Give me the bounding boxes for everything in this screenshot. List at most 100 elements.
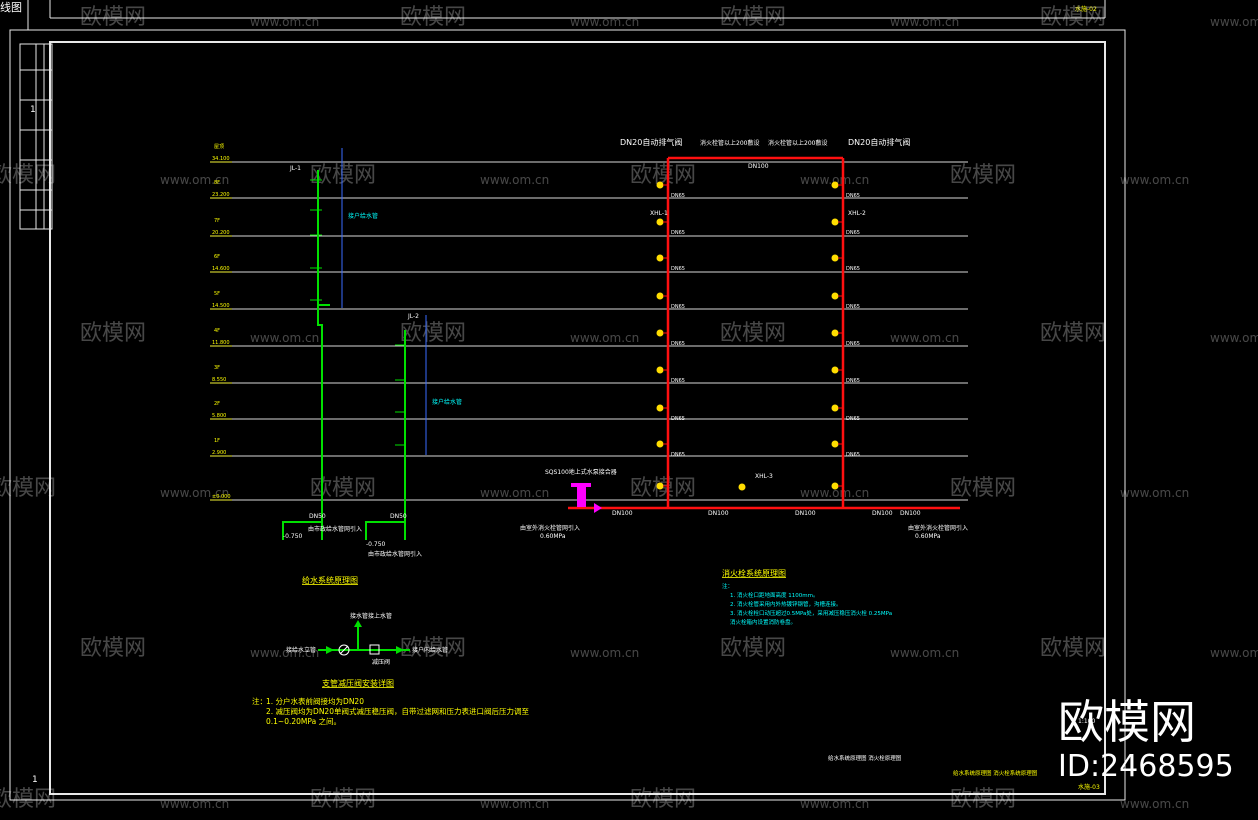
supply-note-3: 0.1~0.20MPa 之间。 bbox=[266, 716, 341, 726]
watermark-url-repeat: www.om.cn bbox=[250, 646, 319, 660]
fire-hydrant-icon bbox=[831, 482, 839, 490]
inlet-level-1: -0.750 bbox=[283, 533, 303, 540]
water-supply-diagram bbox=[282, 170, 410, 651]
watermark-brand-repeat: 欧模网 bbox=[950, 787, 1016, 812]
watermark-brand-repeat: 欧模网 bbox=[400, 5, 466, 30]
watermark-brand-repeat: 欧模网 bbox=[1040, 321, 1106, 346]
drawing-name: 给水系统原理图 消火栓系统原理图 bbox=[953, 769, 1038, 777]
riser-label-jl-1: JL-1 bbox=[289, 165, 301, 172]
riser-size-label: DN65 bbox=[846, 416, 860, 422]
valve-icon-2 bbox=[396, 646, 404, 654]
watermark-url-repeat: www.om.cn bbox=[890, 15, 959, 29]
floor-name-label: 1F bbox=[214, 438, 220, 444]
sheet-code-bottom: 水施-03 bbox=[1078, 783, 1100, 791]
meter-icon bbox=[338, 644, 350, 656]
fire-bottom-size-4: DN100 bbox=[872, 510, 893, 517]
pipe-size-jl-2: DN50 bbox=[390, 513, 407, 520]
watermark-url-repeat: www.om.cn bbox=[250, 331, 319, 345]
corner-label: 线图 bbox=[0, 0, 22, 14]
fire-hydrant-icon bbox=[831, 404, 839, 412]
fire-top-label-4: DN20自动排气阀 bbox=[848, 137, 910, 147]
watermark-brand-repeat: 欧模网 bbox=[630, 476, 696, 501]
watermark-url-repeat: www.om.cn bbox=[800, 486, 869, 500]
fire-notes: 注： 1. 消火栓口距地面高度 1100mm。 2. 消火栓管采用内外热镀锌钢管… bbox=[722, 582, 892, 626]
watermark-url-repeat: www.om.cn bbox=[1120, 173, 1189, 187]
floor-labels: 34.100屋顶23.2008F20.2007F14.6006F14.5005F… bbox=[212, 144, 231, 500]
watermark-url-repeat: www.om.cn bbox=[1120, 797, 1189, 811]
watermark-badge: 欧模网 ID:2468595 bbox=[1058, 695, 1234, 784]
watermark-brand-repeat: 欧模网 bbox=[720, 5, 786, 30]
fire-inlet-note-left: 由室外消火栓管网引入 bbox=[520, 524, 580, 532]
floor-name-label: 2F bbox=[214, 401, 220, 407]
watermark-brand-repeat: 欧模网 bbox=[400, 321, 466, 346]
fire-hydrant-icon bbox=[656, 482, 664, 490]
floor-name-label: 3F bbox=[214, 365, 220, 371]
watermark-brand-repeat: 欧模网 bbox=[80, 636, 146, 661]
floor-level-label: 23.200 bbox=[212, 192, 230, 198]
inlet-jl-1 bbox=[282, 521, 322, 540]
fire-header-size: DN100 bbox=[748, 163, 769, 170]
floor-name-label: 屋顶 bbox=[214, 144, 224, 150]
fire-hydrant-icon bbox=[831, 329, 839, 337]
watermark-url-repeat: www.om.cn bbox=[1210, 15, 1258, 29]
fire-hydrant-icon bbox=[656, 181, 664, 189]
floor-lines bbox=[210, 161, 968, 501]
valve-left-label: 接给水立管 bbox=[286, 646, 316, 654]
riser-size-label: DN65 bbox=[846, 452, 860, 458]
fire-inlet-note-right: 由室外消火栓管网引入 bbox=[908, 524, 968, 532]
valve-detail-labels: 接水管接上水管 接给水立管 接户内给水管 减压阀 bbox=[286, 612, 448, 666]
supply-notes-prefix: 注： bbox=[252, 696, 267, 706]
watermark-url-repeat: www.om.cn bbox=[800, 797, 869, 811]
watermark-url-repeat: www.om.cn bbox=[160, 797, 229, 811]
floor-name-label: 4F bbox=[214, 328, 220, 334]
watermark-brand-repeat: 欧模网 bbox=[950, 163, 1016, 188]
water-supply-taps bbox=[310, 148, 427, 455]
riser-label-jl-2: JL-2 bbox=[407, 313, 419, 320]
watermark-brand-repeat: 欧模网 bbox=[400, 636, 466, 661]
floor-level-label: 2.900 bbox=[212, 450, 226, 456]
watermark-url-repeat: www.om.cn bbox=[480, 797, 549, 811]
fire-top-label-3: 消火栓管以上200敷设 bbox=[768, 139, 827, 147]
inlet-jl-2 bbox=[365, 521, 405, 540]
check-valve-icon bbox=[594, 503, 602, 513]
watermark-brand-repeat: 欧模网 bbox=[310, 787, 376, 812]
riser-size-label: DN65 bbox=[671, 304, 685, 310]
valve-icon bbox=[326, 646, 334, 654]
fire-inlet-pressure-right: 0.60MPa bbox=[915, 533, 941, 540]
fire-hydrant-icon bbox=[656, 254, 664, 262]
fire-riser-label-3: XHL-3 bbox=[755, 473, 773, 480]
watermark-url-repeat: www.om.cn bbox=[890, 331, 959, 345]
pump-adapter-icon bbox=[577, 483, 586, 507]
pump-adapter-label: SQS100地上式水泵接合器 bbox=[545, 468, 617, 476]
valve-name-label: 减压阀 bbox=[372, 658, 390, 666]
supply-annotation-1: 接户给水管 bbox=[348, 212, 378, 220]
water-supply-title: 给水系统原理图 bbox=[302, 575, 358, 585]
watermark-url-repeat: www.om.cn bbox=[570, 331, 639, 345]
floor-level-label: 34.100 bbox=[212, 156, 230, 162]
watermark-url-repeat: www.om.cn bbox=[570, 646, 639, 660]
inlet-level-2: -0.750 bbox=[366, 541, 386, 548]
floor-level-label: 20.200 bbox=[212, 230, 230, 236]
riser-size-label: DN65 bbox=[671, 341, 685, 347]
supply-notes: 注： 1. 分户水表前阀接均为DN20 2. 减压阀均为DN20单阀式减压稳压阀… bbox=[252, 696, 529, 726]
fire-hydrant-icon bbox=[831, 366, 839, 374]
riser-size-label: DN65 bbox=[671, 452, 685, 458]
floor-name-label: 6F bbox=[214, 254, 220, 260]
supply-annotation-2: 接户给水管 bbox=[432, 398, 462, 406]
watermark-layer: 欧模网 www.om.cn 欧模网 www.om.cn 欧模网 www.om.cn 欧模网 w… bbox=[0, 5, 1258, 812]
floor-level-label: 5.800 bbox=[212, 413, 226, 419]
fire-top-label-2: 消火栓管以上200敷设 bbox=[700, 139, 759, 147]
fire-hydrant-icon bbox=[656, 292, 664, 300]
riser-size-label: DN65 bbox=[671, 416, 685, 422]
watermark-url-repeat: www.om.cn bbox=[250, 15, 319, 29]
watermark-url-repeat: www.om.cn bbox=[480, 173, 549, 187]
drawing-description: 给水系统原理图 消火栓原理图 bbox=[828, 754, 902, 762]
valve-top-label: 接水管接上水管 bbox=[350, 612, 392, 620]
fire-hydrant-icon bbox=[656, 329, 664, 337]
supply-note-2: 2. 减压阀均为DN20单阀式减压稳压阀，自带过滤网和压力表进口阀后压力调至 bbox=[266, 706, 529, 716]
floor-name-label: 5F bbox=[214, 291, 220, 297]
fire-hydrant-icon bbox=[831, 218, 839, 226]
watermark-url-repeat: www.om.cn bbox=[480, 486, 549, 500]
watermark-brand-repeat: 欧模网 bbox=[1040, 636, 1106, 661]
watermark-brand-repeat: 欧模网 bbox=[80, 321, 146, 346]
